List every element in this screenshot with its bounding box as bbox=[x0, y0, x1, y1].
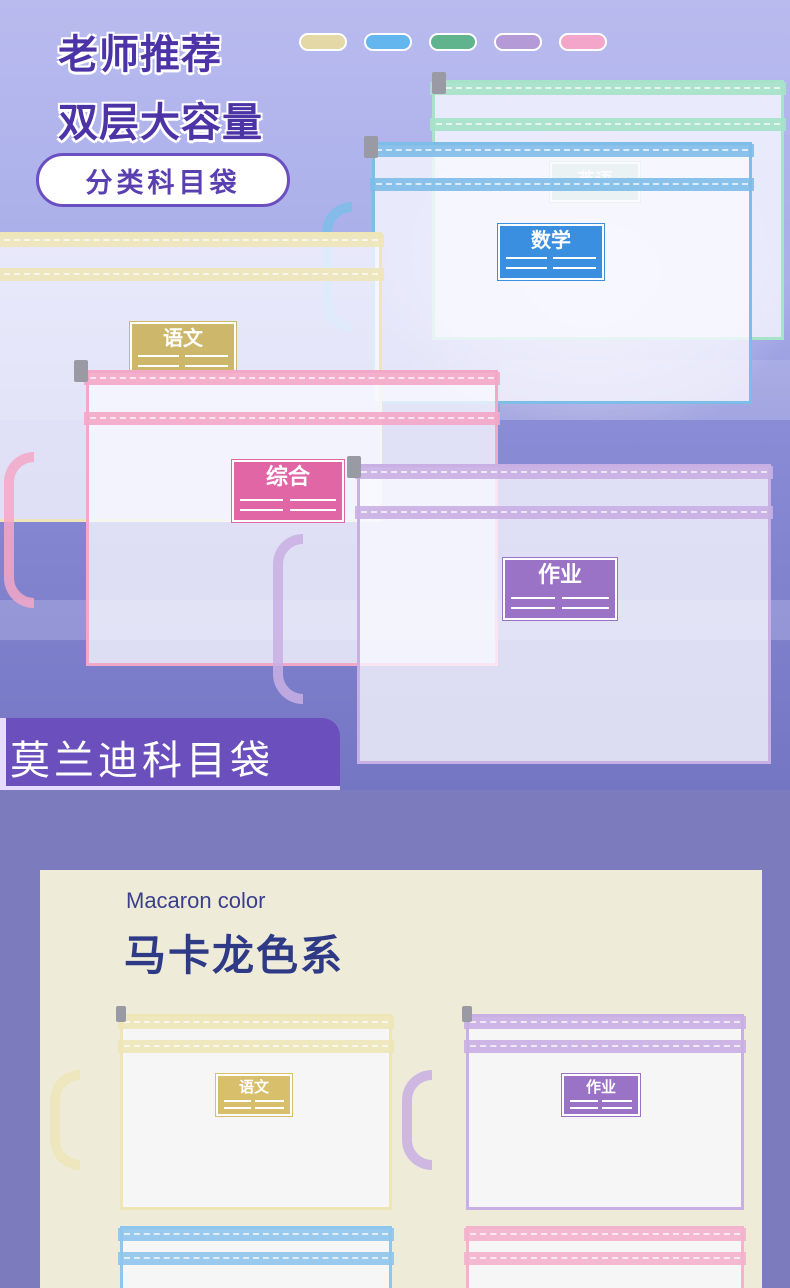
bag-label-title: 作业 bbox=[537, 563, 582, 588]
zipper-pull-icon bbox=[116, 1006, 126, 1022]
color-swatch-pink[interactable] bbox=[559, 33, 607, 51]
macaron-panel: Macaron color 马卡龙色系 语文 作业 bbox=[40, 870, 762, 1288]
bag-handle bbox=[50, 1070, 80, 1170]
bag-label-title: 语文 bbox=[238, 1078, 269, 1096]
zipper-pull-icon bbox=[347, 456, 361, 478]
bag-label: 作业 bbox=[503, 558, 617, 620]
section-title-cn: 马卡龙色系 bbox=[124, 931, 345, 980]
bag-label-title: 语文 bbox=[163, 326, 203, 350]
zipper-pull-icon bbox=[74, 360, 88, 382]
bag-label-title: 数学 bbox=[531, 228, 571, 252]
hero-title-line2: 双层大容量 bbox=[58, 100, 263, 146]
bag-homework-macaron: 作业 bbox=[402, 1006, 746, 1210]
hero-title-line1: 老师推荐 bbox=[58, 32, 222, 78]
bag-label-title: 综合 bbox=[265, 465, 310, 490]
category-pill: 分类科目袋 bbox=[36, 153, 290, 207]
bag-label: 数学 bbox=[498, 224, 604, 280]
bag-label: 作业 bbox=[562, 1074, 640, 1116]
bag-homework: 作业 bbox=[273, 456, 773, 764]
bag-label-title: 作业 bbox=[585, 1078, 616, 1096]
color-swatch-green[interactable] bbox=[429, 33, 477, 51]
hero-section: 老师推荐 双层大容量 分类科目袋 英语 数学 语文 bbox=[0, 0, 790, 790]
color-swatch-blue[interactable] bbox=[364, 33, 412, 51]
zipper-pull-icon bbox=[364, 136, 378, 158]
color-swatch-purple[interactable] bbox=[494, 33, 542, 51]
zipper-pull-icon bbox=[432, 72, 446, 94]
bag-chinese-macaron: 语文 bbox=[50, 1006, 394, 1210]
bag-handle bbox=[273, 534, 303, 704]
color-swatch-khaki[interactable] bbox=[299, 33, 347, 51]
zipper-pull-icon bbox=[462, 1006, 472, 1022]
bag-label: 综合 bbox=[232, 460, 344, 522]
hero-banner-text: 莫兰迪科目袋 bbox=[10, 738, 274, 784]
section-subtitle-en: Macaron color bbox=[126, 888, 266, 913]
bag-label: 语文 bbox=[216, 1074, 292, 1116]
bag-pink-macaron bbox=[464, 1226, 746, 1288]
bag-blue-macaron bbox=[118, 1226, 394, 1288]
bag-handle bbox=[4, 452, 34, 608]
color-swatches bbox=[299, 33, 607, 51]
bag-math: 数学 bbox=[322, 136, 754, 404]
bag-handle bbox=[402, 1070, 432, 1170]
hero-banner: 莫兰迪科目袋 bbox=[0, 718, 340, 790]
